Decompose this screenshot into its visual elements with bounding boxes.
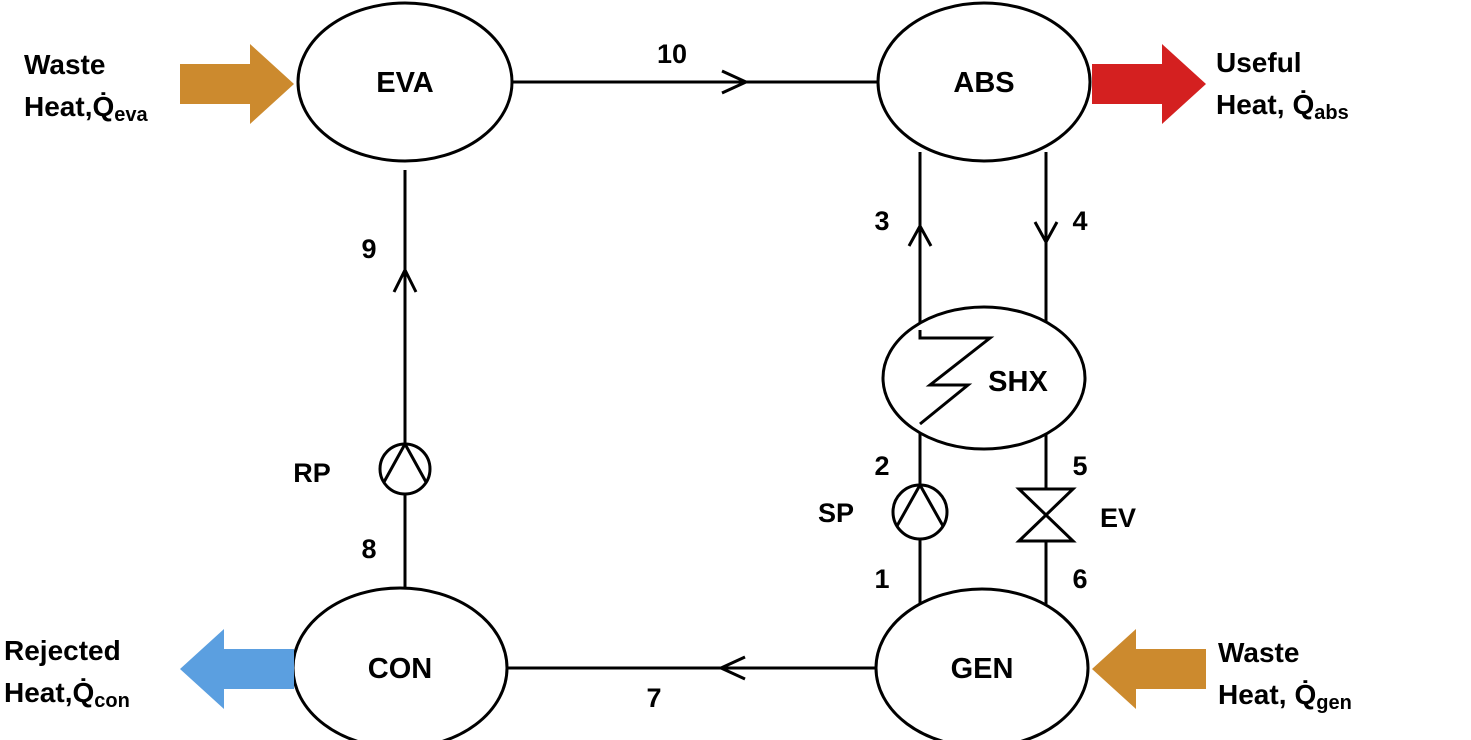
shx-node: SHX: [881, 305, 1087, 451]
stream-10: 10: [657, 39, 687, 69]
arrow-4: [1033, 221, 1059, 246]
shx-label: SHX: [988, 366, 1048, 398]
heat-con-line2: Heat,: [4, 677, 72, 708]
pump-icon: [382, 440, 428, 483]
heat-eva-sub: eva: [114, 104, 148, 126]
con-label: CON: [368, 653, 432, 685]
heat-abs-q: Q̇: [1292, 89, 1314, 120]
stream-8: 8: [361, 534, 376, 564]
stream-1: 1: [874, 564, 889, 594]
gen-node: GEN: [874, 587, 1090, 740]
heat-con-q: Q̇: [72, 677, 94, 708]
heat-label-eva: Waste Heat,Q̇eva: [24, 49, 148, 126]
heat-con-line1: Rejected: [4, 635, 121, 666]
heat-gen-sub: gen: [1316, 692, 1352, 714]
absorber-heat-arrow-icon: [1092, 44, 1206, 124]
heat-label-abs: Useful Heat, Q̇abs: [1216, 47, 1349, 124]
eva-node: EVA: [296, 1, 514, 163]
valve-icon: [1015, 487, 1077, 543]
heat-gen-line2: Heat,: [1218, 679, 1286, 710]
abs-node: ABS: [876, 1, 1092, 163]
arrow-10: [721, 69, 750, 95]
heat-con-sub: con: [94, 690, 130, 712]
stream-7: 7: [646, 683, 661, 713]
svg-text:Heat,Q̇eva: Heat,Q̇eva: [24, 91, 148, 126]
svg-text:Heat,Q̇con: Heat,Q̇con: [4, 677, 130, 712]
ev-valve: EV: [1015, 487, 1136, 543]
heat-label-gen: Waste Heat, Q̇gen: [1218, 637, 1352, 714]
heat-gen-line1: Waste: [1218, 637, 1299, 668]
sp-label: SP: [818, 498, 854, 528]
svg-text:Heat,Q̇abs: Heat, Q̇abs: [1216, 89, 1349, 124]
rp-pump: RP: [293, 440, 432, 496]
gen-label: GEN: [951, 653, 1014, 685]
stream-6: 6: [1072, 564, 1087, 594]
stream-numbers: 10 9 8 7 3 4 2 5 1 6: [361, 39, 1087, 713]
rp-label: RP: [293, 458, 331, 488]
stream-9: 9: [361, 234, 376, 264]
evaporator-heat-arrow-icon: [180, 44, 294, 124]
shx-coil-icon: [918, 330, 995, 426]
heat-eva-line1: Waste: [24, 49, 105, 80]
heat-abs-line1: Useful: [1216, 47, 1302, 78]
ev-label: EV: [1100, 503, 1136, 533]
pump-icon: [895, 481, 945, 527]
heat-abs-sub: abs: [1314, 102, 1348, 124]
eva-label: EVA: [376, 67, 434, 99]
stream-3: 3: [874, 206, 889, 236]
arrow-7: [717, 655, 746, 681]
stream-2: 2: [874, 451, 889, 481]
arrow-3: [907, 222, 933, 247]
svg-text:Heat,Q̇gen: Heat, Q̇gen: [1218, 679, 1352, 714]
stream-5: 5: [1072, 451, 1087, 481]
heat-abs-line2: Heat,: [1216, 89, 1284, 120]
heat-gen-q: Q̇: [1294, 679, 1316, 710]
arrow-9: [392, 266, 418, 293]
heat-label-con: Rejected Heat,Q̇con: [4, 635, 130, 712]
condenser-heat-arrow-icon: [180, 629, 294, 709]
generator-heat-arrow-icon: [1092, 629, 1206, 709]
abs-label: ABS: [953, 67, 1014, 99]
stream-4: 4: [1072, 206, 1087, 236]
heat-eva-q: Q̇: [92, 91, 114, 122]
heat-eva-line2: Heat,: [24, 91, 92, 122]
sp-pump: SP: [818, 481, 949, 541]
con-node: CON: [291, 586, 509, 740]
heat-arrows: [180, 44, 1206, 709]
